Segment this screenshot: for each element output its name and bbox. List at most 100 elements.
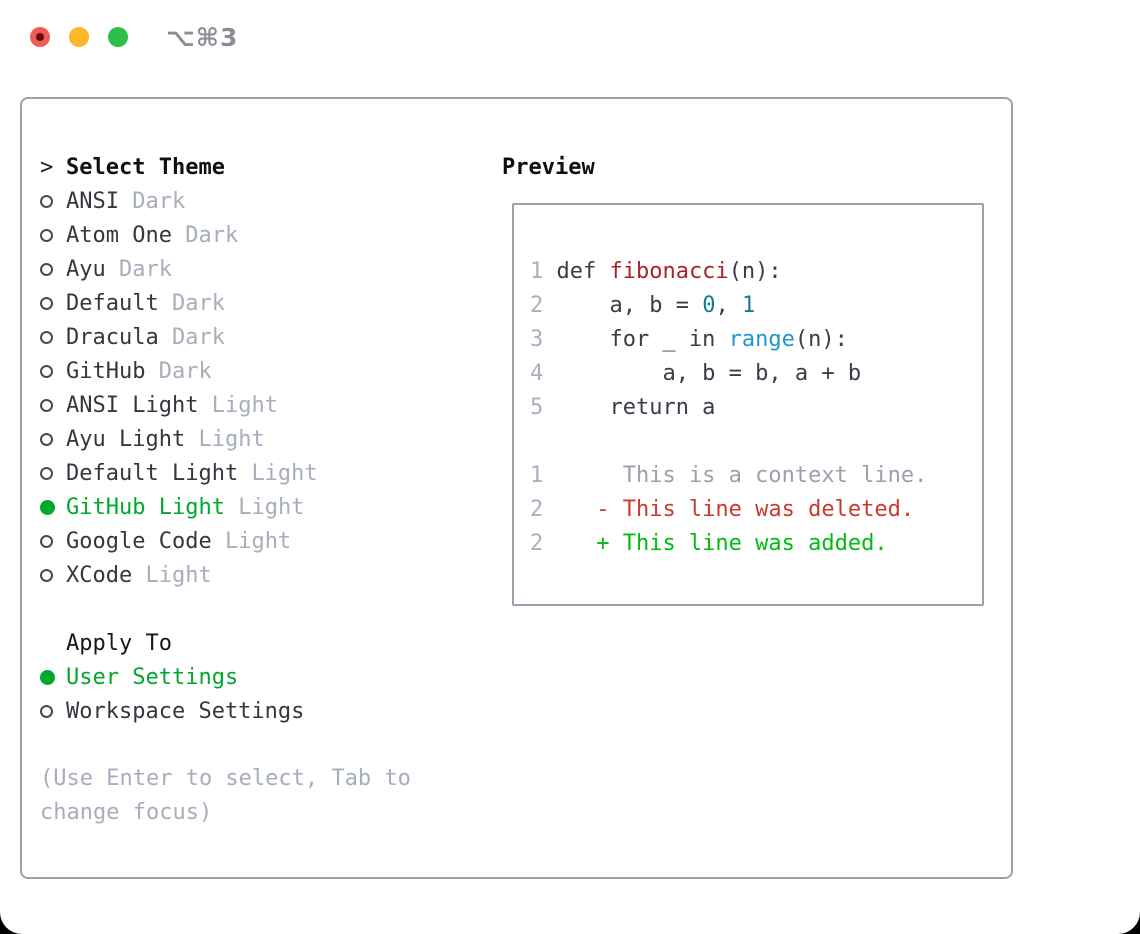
line-number: 4 bbox=[530, 361, 544, 386]
titlebar: ⌥⌘3 bbox=[0, 0, 1140, 75]
theme-option-dracula[interactable]: Dracula Dark bbox=[40, 320, 440, 354]
option-variant-label: Light bbox=[198, 426, 265, 452]
option-label: Default bbox=[66, 290, 159, 316]
keyboard-hint: (Use Enter to select, Tab to change focu… bbox=[40, 766, 411, 825]
code-line: 1 def fibonacci(n): bbox=[530, 255, 982, 289]
option-label: Google Code bbox=[66, 528, 212, 554]
option-label: Ayu bbox=[66, 256, 106, 282]
radio-icon bbox=[40, 466, 66, 480]
theme-option-ansi[interactable]: ANSI Dark bbox=[40, 184, 440, 218]
prompt-icon: > bbox=[40, 154, 54, 180]
option-label: Workspace Settings bbox=[66, 698, 305, 724]
option-variant-label: Light bbox=[145, 562, 212, 588]
option-variant-label: Dark bbox=[171, 324, 225, 350]
line-number: 3 bbox=[530, 327, 544, 352]
code-segment: - This line was deleted. bbox=[556, 497, 915, 522]
line-number: 5 bbox=[530, 395, 544, 420]
option-variant-label: Dark bbox=[185, 222, 239, 248]
preview-title: Preview bbox=[502, 154, 595, 180]
code-segment: 1 bbox=[741, 293, 756, 318]
option-variant-label: Dark bbox=[171, 290, 225, 316]
zoom-button[interactable] bbox=[108, 27, 128, 47]
apply-option-user-settings[interactable]: User Settings bbox=[40, 660, 440, 694]
line-number: 1 bbox=[530, 259, 544, 284]
code-line: 5 return a bbox=[530, 391, 982, 425]
code-segment: (n): bbox=[728, 259, 782, 284]
select-theme-header-row: > Select Theme bbox=[40, 150, 440, 184]
code-segment: def bbox=[556, 259, 610, 284]
theme-option-atom-one[interactable]: Atom One Dark bbox=[40, 218, 440, 252]
line-number: 2 bbox=[530, 497, 544, 522]
option-label: ANSI bbox=[66, 188, 119, 214]
option-label: GitHub bbox=[66, 358, 146, 384]
code-segment: for _ in bbox=[556, 327, 729, 352]
line-number: 2 bbox=[530, 531, 544, 556]
window-title-shortcut: ⌥⌘3 bbox=[166, 23, 239, 52]
line-number: 2 bbox=[530, 293, 544, 318]
code-line: 2 + This line was added. bbox=[530, 527, 982, 561]
apply-to-title: Apply To bbox=[66, 630, 172, 656]
code-segment: fibonacci bbox=[609, 259, 729, 284]
radio-icon bbox=[40, 262, 66, 276]
theme-option-github-light[interactable]: GitHub Light Light bbox=[40, 490, 440, 524]
code-segment: 0 bbox=[702, 293, 716, 318]
code-segment: This is a context line. bbox=[556, 463, 928, 488]
radio-icon bbox=[40, 534, 66, 548]
minimize-button[interactable] bbox=[69, 27, 89, 47]
option-label: User Settings bbox=[66, 664, 239, 690]
theme-option-ayu-light[interactable]: Ayu Light Light bbox=[40, 422, 440, 456]
option-label: Ayu Light bbox=[66, 426, 186, 452]
code-line: 3 for _ in range(n): bbox=[530, 323, 982, 357]
theme-option-google-code[interactable]: Google Code Light bbox=[40, 524, 440, 558]
code-segment: a, b = bbox=[556, 293, 703, 318]
radio-icon bbox=[40, 330, 66, 344]
code-line: 4 a, b = b, a + b bbox=[530, 357, 982, 391]
radio-icon bbox=[40, 228, 66, 242]
code-segment: , bbox=[715, 293, 742, 318]
option-label: Atom One bbox=[66, 222, 172, 248]
radio-icon bbox=[40, 398, 66, 412]
theme-option-default-light[interactable]: Default Light Light bbox=[40, 456, 440, 490]
option-variant-label: Light bbox=[251, 460, 318, 486]
close-button[interactable] bbox=[30, 27, 50, 47]
radio-selected-icon bbox=[40, 669, 66, 685]
option-variant-label: Dark bbox=[119, 256, 172, 282]
radio-icon bbox=[40, 296, 66, 310]
option-variant-label: Dark bbox=[132, 188, 186, 214]
option-label: GitHub Light bbox=[66, 494, 225, 520]
theme-option-ayu[interactable]: Ayu Dark bbox=[40, 252, 440, 286]
option-variant-label: Light bbox=[211, 392, 278, 418]
option-variant-label: Light bbox=[224, 528, 292, 554]
line-number: 1 bbox=[530, 463, 544, 488]
code-segment: return a bbox=[556, 395, 716, 420]
apply-option-workspace-settings[interactable]: Workspace Settings bbox=[40, 694, 440, 728]
radio-icon bbox=[40, 364, 66, 378]
option-variant-label: Light bbox=[238, 494, 305, 520]
option-label: Default Light bbox=[66, 460, 239, 486]
code-line bbox=[530, 425, 982, 459]
code-segment: (n): bbox=[794, 327, 848, 352]
option-label: XCode bbox=[66, 562, 133, 588]
radio-selected-icon bbox=[40, 499, 66, 515]
code-line: 2 a, b = 0, 1 bbox=[530, 289, 982, 323]
radio-icon bbox=[40, 432, 66, 446]
option-label: Dracula bbox=[66, 324, 159, 350]
code-segment: a, b = b, a + b bbox=[556, 361, 862, 386]
code-line: 2 - This line was deleted. bbox=[530, 493, 982, 527]
close-dot-icon bbox=[36, 33, 44, 41]
spacer bbox=[40, 592, 440, 626]
radio-icon bbox=[40, 194, 66, 208]
code-segment: + This line was added. bbox=[556, 531, 888, 556]
theme-option-default[interactable]: Default Dark bbox=[40, 286, 440, 320]
code-segment: range bbox=[728, 327, 795, 352]
radio-icon bbox=[40, 568, 66, 582]
theme-option-xcode[interactable]: XCode Light bbox=[40, 558, 440, 592]
